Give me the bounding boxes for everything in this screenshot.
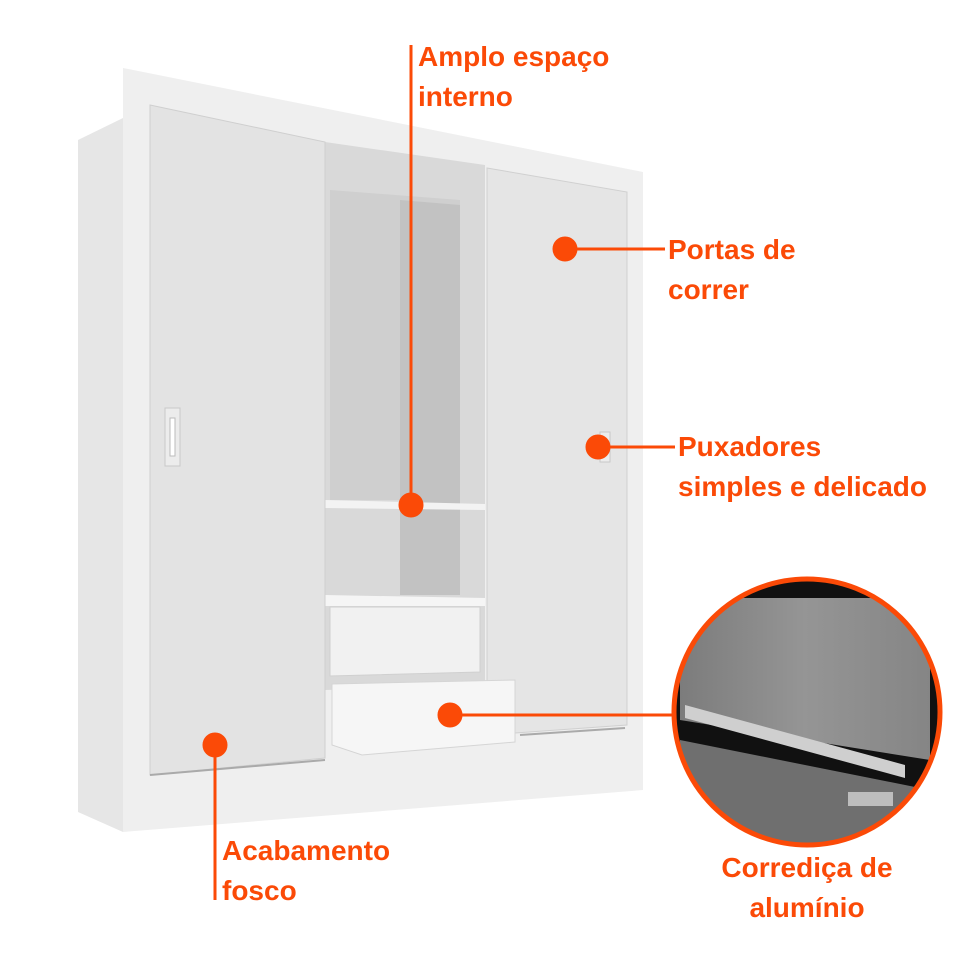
interior-callout-line2: interno xyxy=(418,81,513,112)
open-drawer xyxy=(331,679,516,756)
closed-drawer xyxy=(329,606,481,677)
interior-callout-label: Amplo espaço interno xyxy=(418,37,609,117)
doors-callout-label: Portas de correr xyxy=(668,230,796,310)
right-sliding-door xyxy=(486,167,628,736)
handles-callout-label: Puxadores simples e delicado xyxy=(678,427,927,507)
handles-callout-line2: simples e delicado xyxy=(678,471,927,502)
interior-callout-line1: Amplo espaço xyxy=(418,41,610,72)
handles-callout-line1: Puxadores xyxy=(678,431,822,462)
finish-callout-label: Acabamento fosco xyxy=(222,831,390,911)
interior-callout-dot xyxy=(398,492,424,518)
doors-callout-dot xyxy=(552,236,578,262)
left-sliding-door xyxy=(149,104,326,776)
slide-callout-label: Corrediça de alumínio xyxy=(687,848,927,928)
finish-callout-line2: fosco xyxy=(222,875,297,906)
doors-callout-line1: Portas de xyxy=(668,234,796,265)
handles-callout-dot xyxy=(585,434,611,460)
finish-callout-dot xyxy=(202,732,228,758)
aluminum-slide-photo xyxy=(674,579,940,845)
slide-detail-frame xyxy=(671,576,943,848)
finish-callout-line1: Acabamento xyxy=(222,835,391,866)
wardrobe-side-panel xyxy=(78,118,123,832)
doors-callout-line2: correr xyxy=(668,274,749,305)
slide-callout-line2: alumínio xyxy=(749,892,865,923)
slide-callout-dot xyxy=(437,702,463,728)
slide-callout-line1: Corrediça de xyxy=(721,852,893,883)
